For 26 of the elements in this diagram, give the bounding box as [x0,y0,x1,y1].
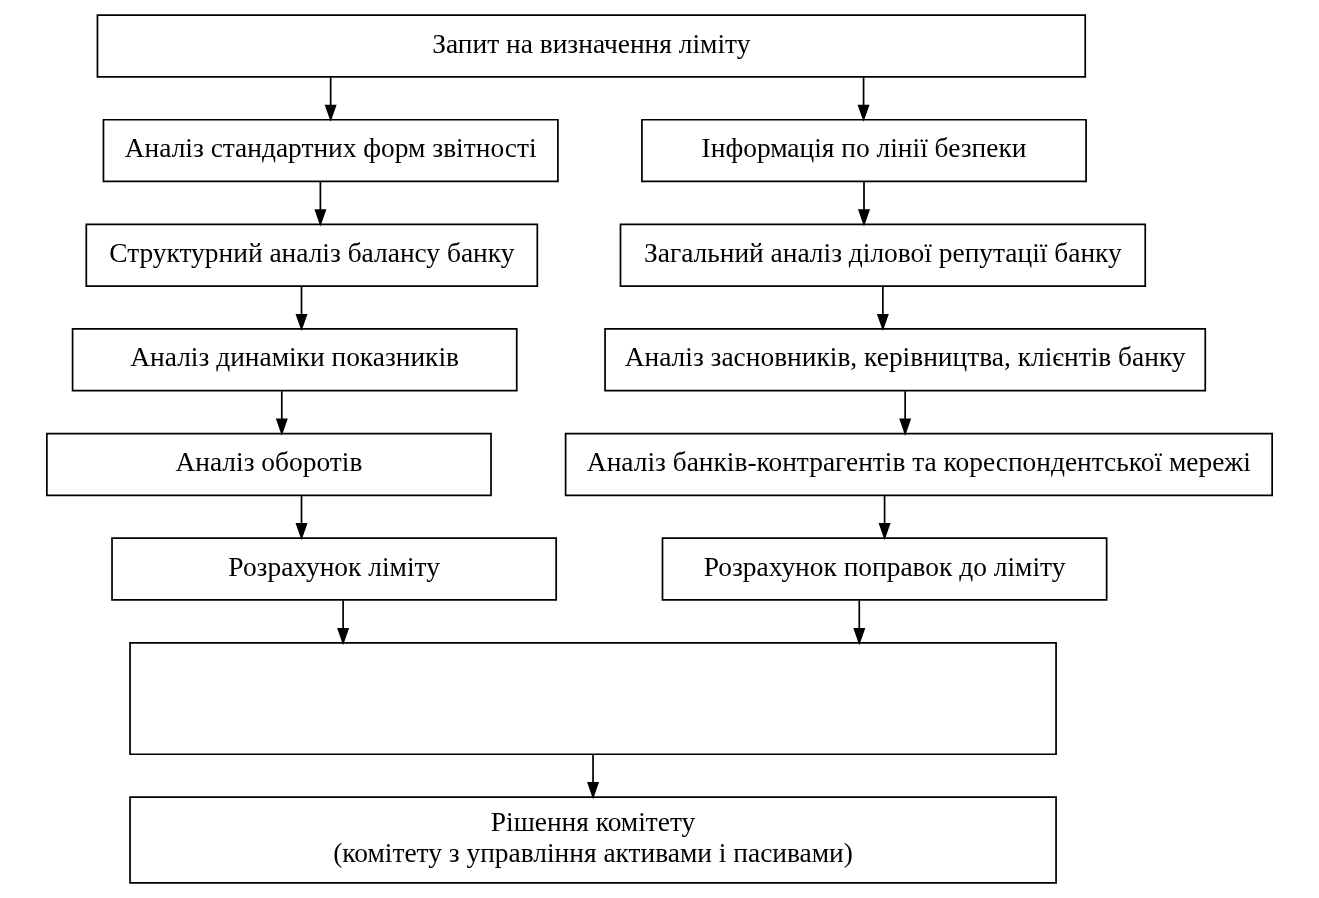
node-box: Аналіз стандартних форм звітності [102,118,559,183]
node-box: Розрахунок ліміту [111,537,558,601]
node-box: Аналіз банків-контрагентів та кореспондентської мережі [564,432,1273,497]
arrow [295,285,308,332]
node-box: Запит на визначення ліміту [96,14,1087,78]
arrow [295,494,308,541]
arrow [587,753,600,800]
node-box: Розрахунок поправок до ліміту [661,537,1108,601]
node-box: Структурний аналіз балансу банку [85,223,539,287]
node-box: Рішення комітету (комітету з управління активами і пасивами) [129,796,1057,884]
arrow [853,599,866,646]
arrow [878,494,891,541]
arrow [337,599,350,646]
node-box: Аналіз оборотів [46,432,492,497]
arrow [899,390,912,436]
node-box [129,641,1057,756]
arrow [275,390,288,436]
node-box: Аналіз засновників, керівництва, клієнтів банку [604,328,1207,392]
arrow [857,76,870,122]
node-box: Аналіз динаміки показників [71,328,518,392]
arrow [858,181,870,227]
node-box: Загальний аналіз ділової репутації банку [619,223,1147,287]
node-box: Інформація по лінії безпеки [641,118,1087,183]
arrow [314,181,327,227]
arrow [876,285,889,332]
arrow [324,76,337,122]
